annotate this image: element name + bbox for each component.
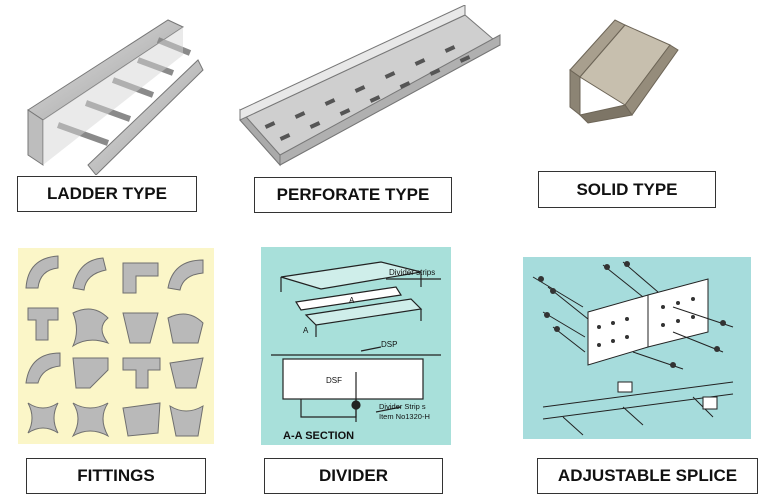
ladder-tray-image xyxy=(27,19,204,175)
section-title: A-A SECTION xyxy=(283,430,354,442)
ladder-type-label: LADDER TYPE xyxy=(17,176,197,212)
perforate-type-label: PERFORATE TYPE xyxy=(254,177,452,213)
section-marker-a-left: A xyxy=(303,326,309,335)
fittings-shapes xyxy=(25,255,204,438)
solid-type-label: SOLID TYPE xyxy=(538,171,716,208)
section-marker-a-right: A xyxy=(349,296,355,305)
dsf-label: DSF xyxy=(326,376,342,385)
divider-strips-label: Divider strips xyxy=(389,268,435,277)
dsp-label: DSP xyxy=(381,340,397,349)
fittings-label: FITTINGS xyxy=(26,458,206,494)
divider-strip-note: Divider Strip s xyxy=(379,402,426,411)
divider-label: DIVIDER xyxy=(264,458,443,494)
item-number-note: Item No1320-H xyxy=(379,412,430,421)
divider-diagram: Divider strips A A DSP DSF Divider Strip… xyxy=(261,247,451,445)
adjustable-splice-label: ADJUSTABLE SPLICE xyxy=(537,458,758,494)
perforated-tray-image xyxy=(239,5,501,167)
splice-diagram xyxy=(523,257,751,439)
solid-tray-image xyxy=(569,19,679,124)
